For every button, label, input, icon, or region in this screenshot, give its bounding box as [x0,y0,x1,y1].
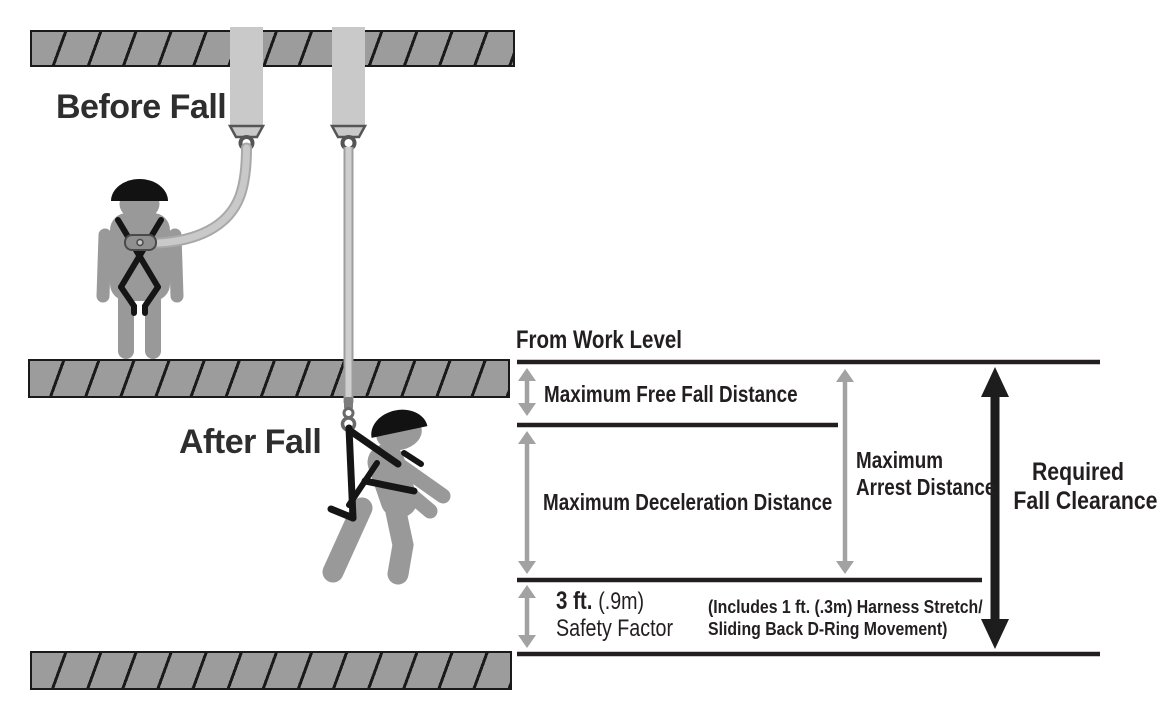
hard-hat-icon [111,179,168,201]
dimension-arrows [518,368,854,648]
lower-level-platform [30,651,512,690]
safety-harness [115,217,164,316]
worker-after-fall [322,409,451,585]
lanyard [152,142,252,249]
before-fall-label: Before Fall [56,88,227,126]
work-level-platform [28,359,510,398]
max-free-fall-label: Maximum Free Fall Distance [544,381,798,407]
safety-harness [327,424,424,522]
safety-factor-value: 3 ft. [556,587,593,615]
harness-stretch-note: (Includes 1 ft. (.3m) Harness Stretch/ S… [708,597,983,639]
srl-device-before [227,27,266,151]
deceleration-arrow [518,431,536,574]
hard-hat-icon [371,409,428,438]
anchor-beam [30,30,515,67]
safety-factor-arrow [518,585,536,648]
required-clearance-arrow [981,367,1009,649]
srl-device-after [329,27,368,151]
safety-factor-label: 3 ft.(.9m) Safety Factor [556,587,674,643]
max-deceleration-label: Maximum Deceleration Distance [543,489,833,515]
safety-factor-metric: (.9m) [598,588,645,615]
from-work-level-label: From Work Level [516,326,682,354]
worker-before-fall [96,142,252,359]
measurement-lines [517,359,1100,657]
max-arrest-label: Maximum Arrest Distance [856,447,996,500]
required-fall-clearance-label: Required Fall Clearance [1013,458,1158,515]
free-fall-arrow [518,368,536,416]
lifeline-cable [340,147,357,432]
carabiner-icon [342,407,355,419]
arrest-distance-arrow [836,369,854,574]
after-fall-label: After Fall [179,423,322,461]
